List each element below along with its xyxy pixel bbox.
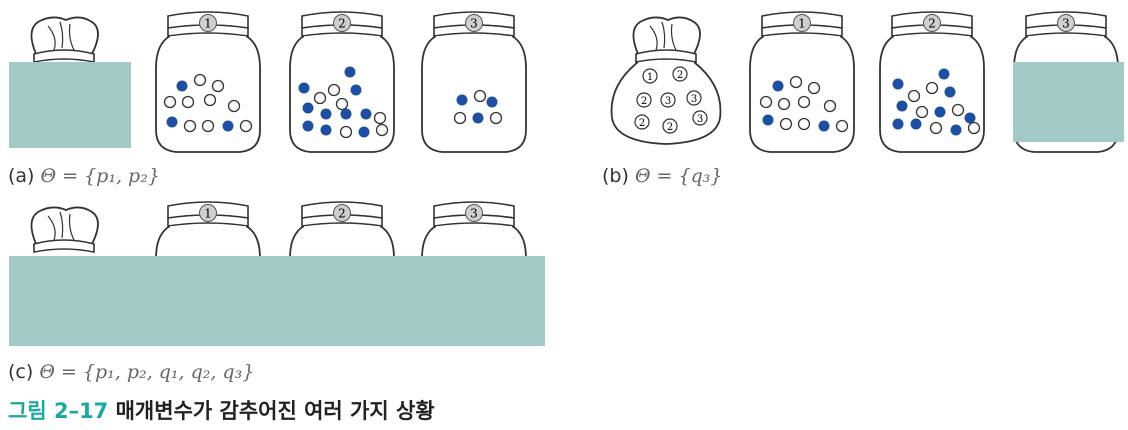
bag-c (30, 206, 99, 253)
jar-a-2: 2 (289, 11, 395, 153)
jar-c-3: 3 (421, 201, 527, 343)
jar-label: 3 (1062, 17, 1070, 31)
jar-c-1: 1 (155, 201, 261, 343)
jar-c-2: 2 (289, 201, 395, 343)
jar-label: 3 (470, 207, 478, 221)
figure-title: 매개변수가 감추어진 여러 가지 상황 (115, 399, 435, 423)
caption-a-label: (a) (8, 165, 35, 187)
caption-c-label: (c) (8, 361, 34, 383)
caption-a-theta: Θ = {p₁, p₂} (40, 165, 160, 187)
bag-chip: 3 (665, 96, 671, 107)
panel-c: 1 2 3 (9, 201, 545, 346)
figure-caption: 그림 2–17 매개변수가 감추어진 여러 가지 상황 (8, 395, 435, 425)
jar-b-1: 1 (749, 11, 855, 153)
bag-chip: 1 (647, 72, 653, 83)
cover-b (1013, 62, 1124, 142)
cover-c (9, 256, 545, 346)
bag-b: 1 2 2 3 3 3 2 2 3 (610, 16, 722, 145)
jar-label: 1 (204, 17, 212, 31)
caption-b: (b) Θ = {q₃} (602, 165, 722, 187)
jar-b-2: 2 (879, 11, 985, 153)
cover-a (9, 62, 131, 148)
jar-label: 2 (928, 17, 936, 31)
jar-b-3: 3 (1013, 11, 1119, 153)
caption-b-label: (b) (602, 165, 629, 187)
caption-a: (a) Θ = {p₁, p₂} (8, 165, 160, 187)
jar-label: 2 (338, 207, 346, 221)
jar-a-3: 3 (421, 11, 527, 153)
bag-chip: 2 (667, 122, 673, 133)
bag-chip: 3 (691, 94, 697, 105)
jar-label: 1 (204, 207, 212, 221)
jar-label: 3 (470, 17, 478, 31)
figure-number: 그림 2–17 (8, 399, 109, 423)
caption-b-theta: Θ = {q₃} (634, 165, 723, 187)
jar-label: 2 (338, 17, 346, 31)
bag-chip: 2 (641, 96, 647, 107)
jar-label: 1 (798, 17, 806, 31)
panel-b: 1 2 2 3 3 3 2 2 3 1 (610, 11, 1124, 153)
jar-a-1: 1 (155, 11, 261, 153)
bag-chip: 3 (697, 114, 703, 125)
panel-a: 1 2 (9, 11, 527, 153)
bag-chip: 2 (639, 118, 645, 129)
caption-c-theta: Θ = {p₁, p₂, q₁, q₂, q₃} (39, 361, 255, 383)
bag-chip: 2 (677, 70, 683, 81)
bag-a (30, 16, 99, 63)
caption-c: (c) Θ = {p₁, p₂, q₁, q₂, q₃} (8, 361, 254, 383)
